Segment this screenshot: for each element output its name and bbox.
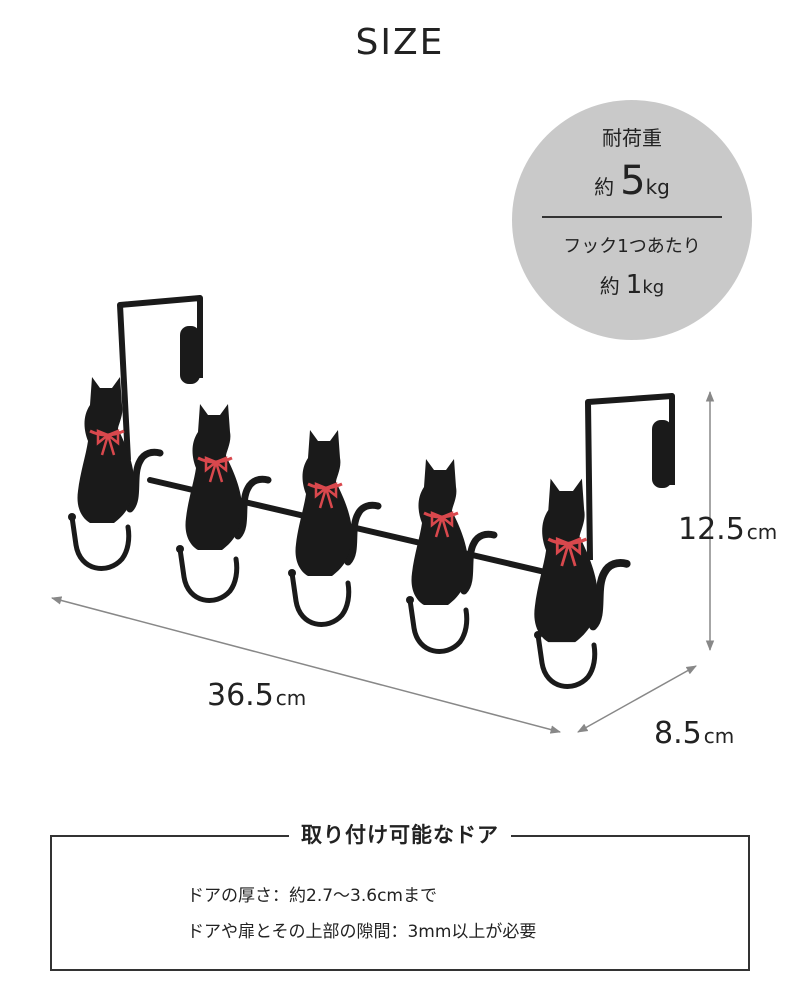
page-title: SIZE — [355, 22, 445, 63]
per-hook-label: フック1つあたり — [563, 236, 701, 257]
height-value: 12.5 — [678, 512, 745, 547]
hook-3-icon — [288, 569, 349, 624]
per-hook-value: 1 — [625, 270, 643, 300]
load-approx: 約 — [594, 175, 615, 199]
height-unit: cm — [746, 520, 778, 544]
door-gap-text: ドアや扉とその上部の隙間：3mm以上が必要 — [187, 922, 537, 942]
cat-hook-2-icon — [186, 404, 269, 550]
cat-hook-4-icon — [412, 459, 495, 605]
hook-2-icon — [176, 545, 237, 600]
per-hook-approx: 約 — [599, 274, 620, 298]
cat-hook-3-icon — [296, 430, 379, 576]
load-label: 耐荷重 — [602, 126, 662, 150]
width-value: 36.5 — [207, 678, 274, 713]
compatible-door-title: 取り付け可能なドア — [289, 823, 511, 847]
compatible-door-box: 取り付け可能なドア ドアの厚さ：約2.7〜3.6cmまで ドアや扉とその上部の隙… — [50, 823, 750, 971]
depth-value: 8.5 — [654, 716, 702, 751]
compatible-door-heading: 取り付け可能なドア — [52, 819, 748, 849]
width-arrow — [50, 596, 562, 734]
cat-door-hook-illustration — [50, 295, 715, 734]
load-value: 5 — [620, 158, 646, 204]
depth-arrow — [577, 665, 697, 733]
depth-unit: cm — [703, 724, 735, 748]
load-divider — [542, 216, 722, 218]
load-unit: kg — [645, 175, 670, 199]
cat-hook-1-icon — [78, 377, 161, 523]
cat-hook-5-icon — [534, 479, 626, 643]
door-thickness-text: ドアの厚さ：約2.7〜3.6cmまで — [187, 886, 437, 906]
width-unit: cm — [275, 686, 307, 710]
per-hook-unit: kg — [642, 277, 665, 298]
